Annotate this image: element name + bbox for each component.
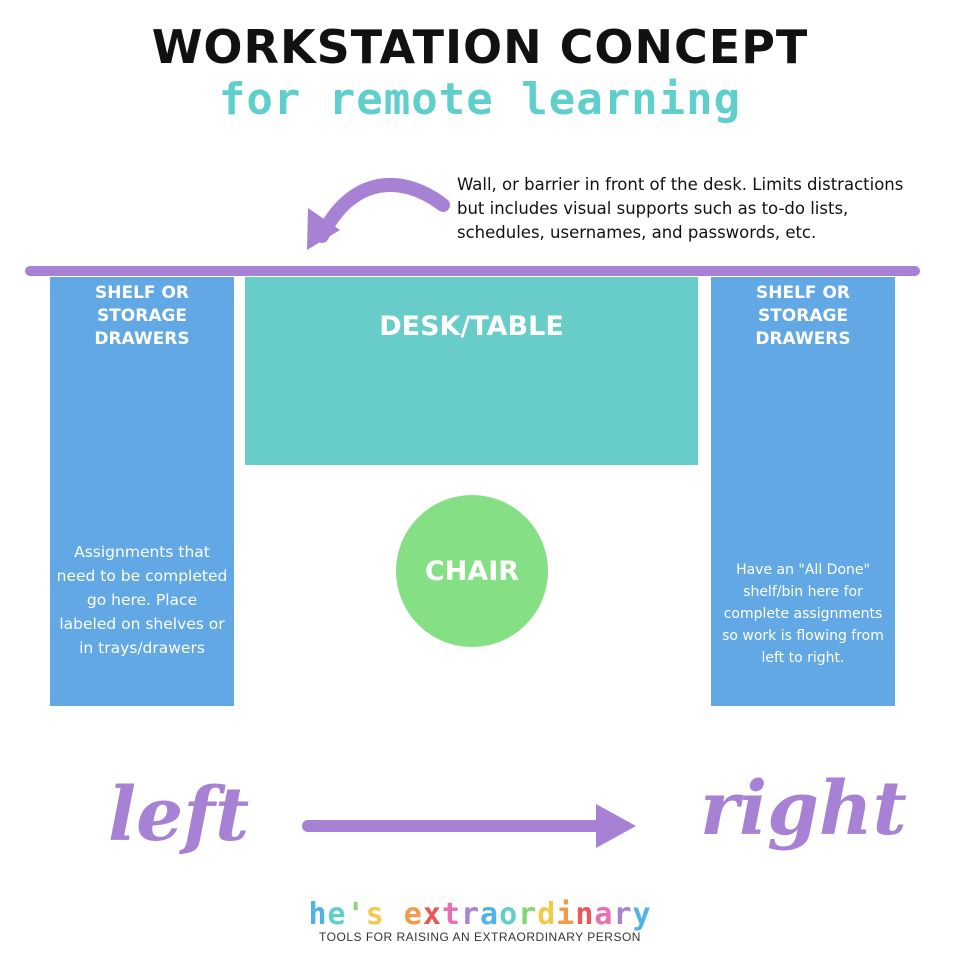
wall-barrier	[25, 266, 920, 276]
logo-name: he's extraordinary	[0, 898, 960, 932]
curved-arrow-icon	[307, 177, 450, 250]
chair-label: CHAIR	[424, 555, 520, 587]
wall-note: Wall, or barrier in front of the desk. L…	[457, 175, 904, 242]
right-shelf-title: SHELF OR STORAGE DRAWERS	[755, 283, 851, 349]
left-shelf-note: Assignments that need to be completed go…	[56, 543, 228, 657]
left-shelf: SHELF OR STORAGE DRAWERS Assignments tha…	[50, 277, 234, 706]
page-subtitle: for remote learning	[218, 74, 742, 125]
left-label: left	[108, 772, 250, 858]
chair: CHAIR	[396, 495, 548, 647]
logo-tagline: TOOLS FOR RAISING AN EXTRAORDINARY PERSO…	[319, 930, 641, 944]
desk: DESK/TABLE	[245, 277, 698, 465]
right-shelf: SHELF OR STORAGE DRAWERS Have an "All Do…	[711, 277, 895, 706]
right-arrow-icon	[302, 804, 636, 848]
brand-logo: he's extraordinary TOOLS FOR RAISING AN …	[0, 898, 960, 945]
left-shelf-title: SHELF OR STORAGE DRAWERS	[94, 283, 190, 349]
right-label: right	[700, 766, 907, 852]
right-shelf-note: Have an "All Done" shelf/bin here for co…	[722, 562, 884, 666]
page-title: WORKSTATION CONCEPT	[151, 20, 809, 74]
desk-label: DESK/TABLE	[379, 311, 564, 342]
logo-letters: he's extraordinary	[308, 897, 652, 932]
